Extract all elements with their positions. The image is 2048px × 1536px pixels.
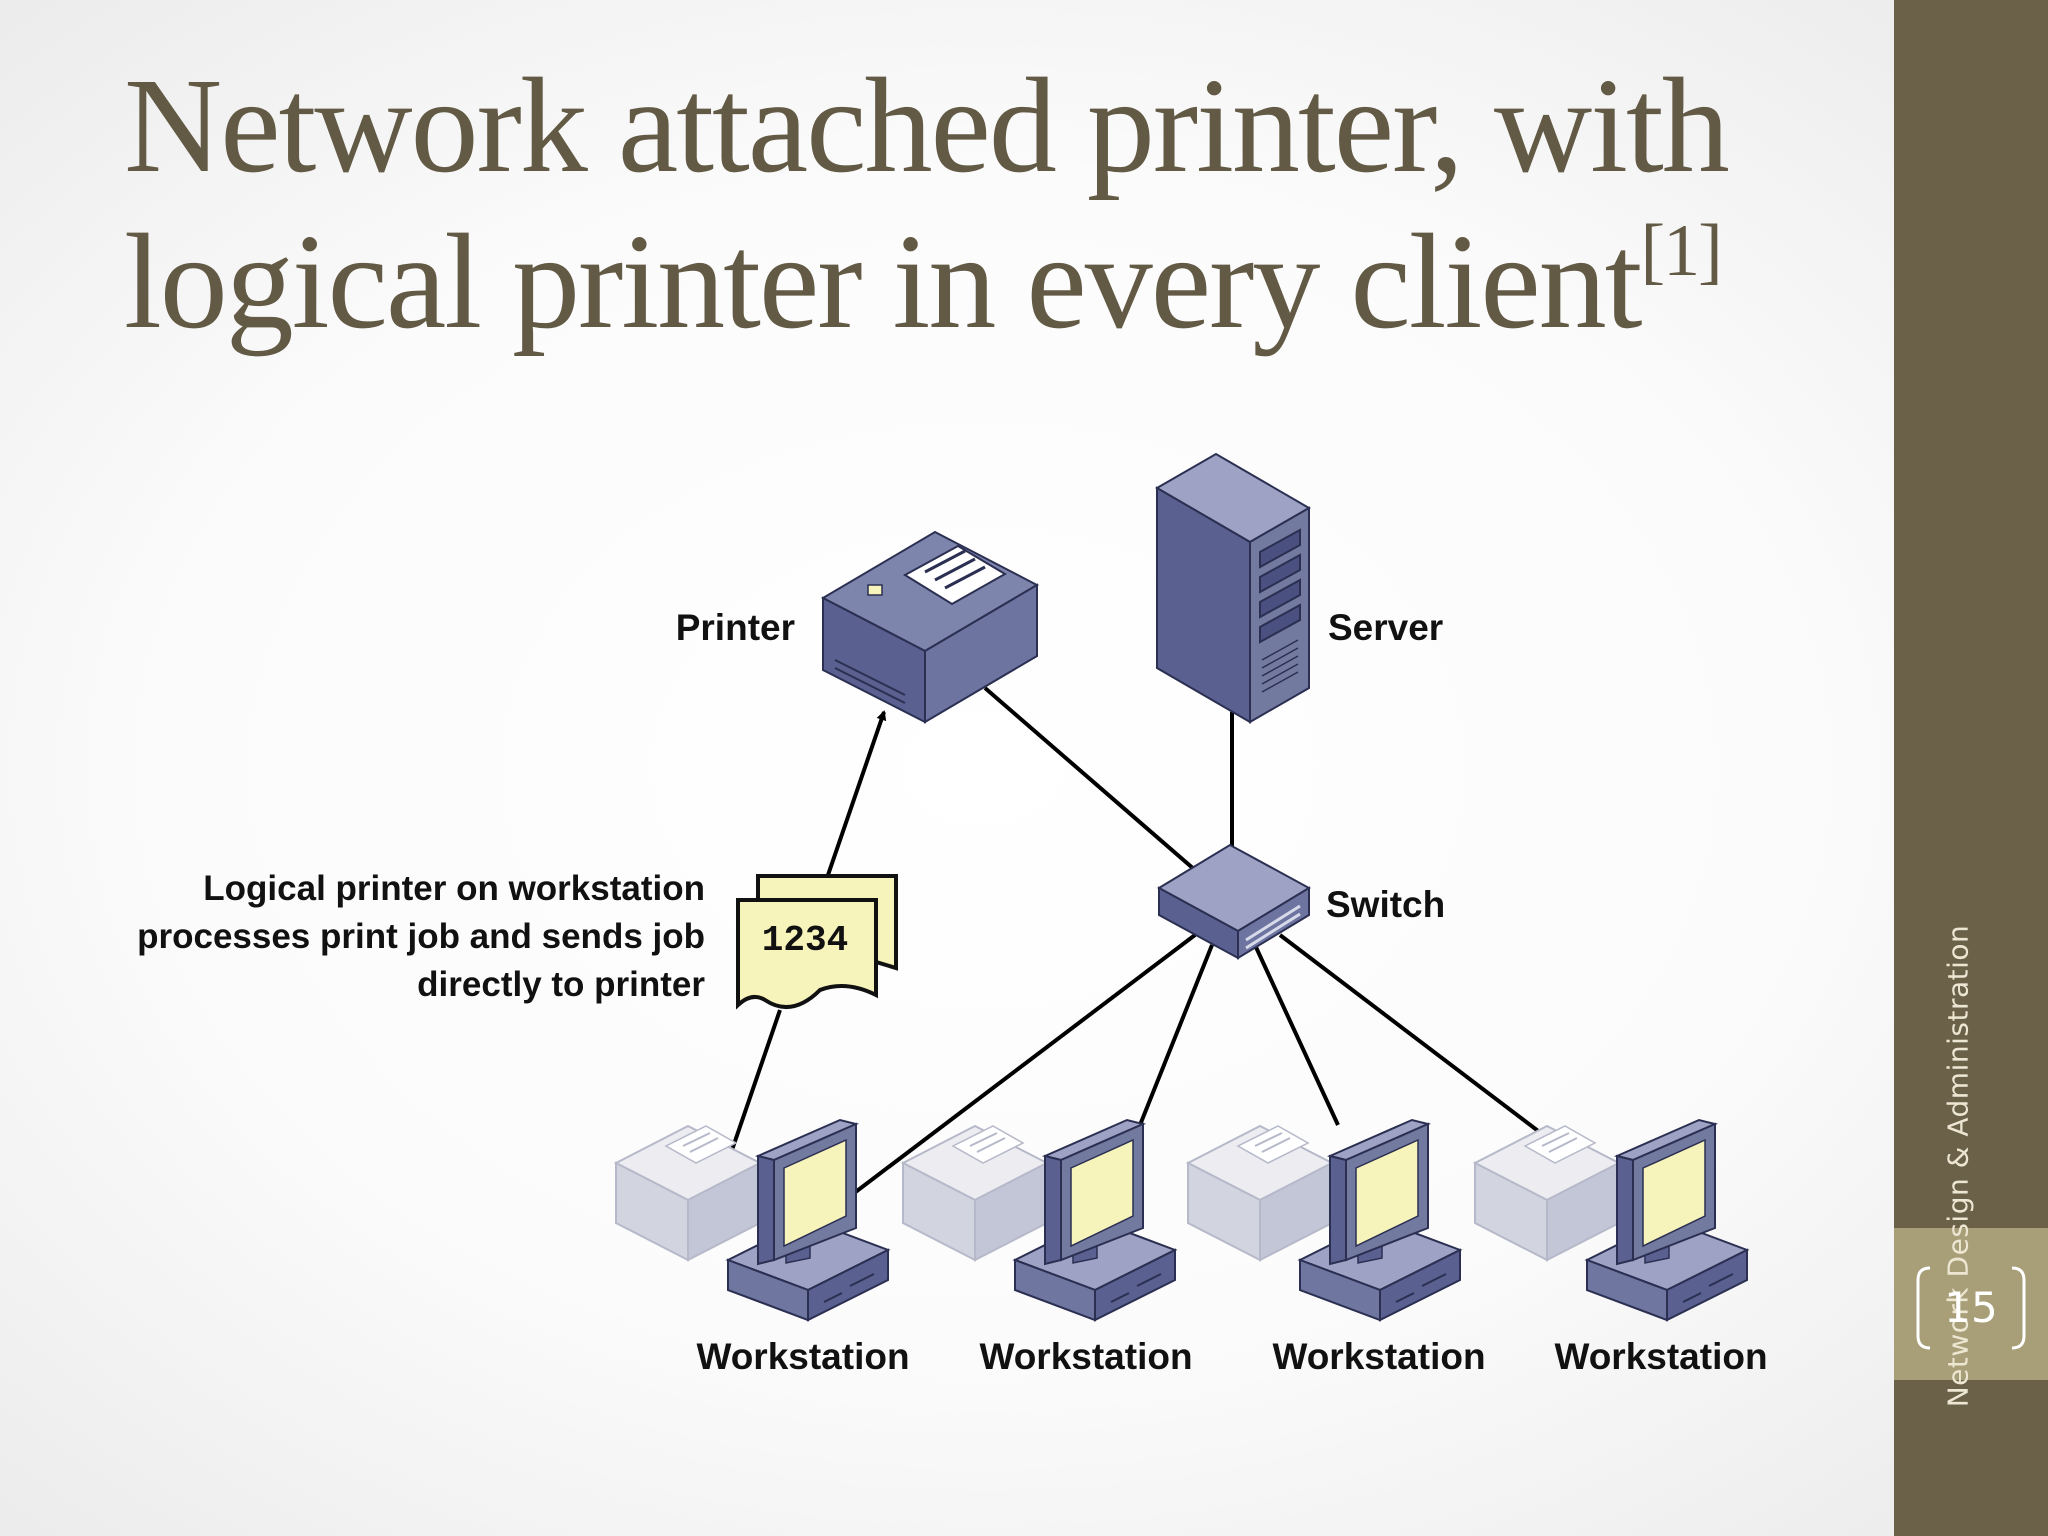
note-line-2: processes print job and sends job <box>137 917 705 956</box>
page-number-frame <box>1916 1266 2026 1350</box>
workstation-label: Workstation <box>1272 1336 1485 1377</box>
sidebar-band <box>1894 1228 2048 1380</box>
note-line-3: directly to printer <box>417 965 705 1004</box>
workstation-label: Workstation <box>696 1336 909 1377</box>
switch-label: Switch <box>1326 884 1445 925</box>
workstation-icon <box>1474 1119 1748 1321</box>
print-job-arrow <box>730 710 887 1151</box>
title-line-1: Network attached printer, with <box>124 51 1730 201</box>
workstation-icon <box>615 1119 889 1321</box>
workstation-label: Workstation <box>979 1336 1192 1377</box>
server-label: Server <box>1328 607 1443 648</box>
workstation-icon <box>1187 1119 1461 1321</box>
print-job-label: 1234 <box>762 920 848 961</box>
title-line-2: logical printer in every client <box>124 207 1642 357</box>
switch-icon <box>1156 843 1312 960</box>
note-line-1: Logical printer on workstation <box>203 869 705 908</box>
workstation-icon <box>902 1119 1176 1321</box>
title-reference: [1] <box>1640 210 1722 292</box>
network-diagram: 1234 Printer Server Switch Logical print… <box>137 452 1768 1377</box>
slide-title: Network attached printer, with logical p… <box>124 48 1864 360</box>
printer-icon <box>820 530 1040 724</box>
print-job-document-icon: 1234 <box>736 874 898 1010</box>
connection-lines <box>843 686 1552 1202</box>
server-icon <box>1155 452 1311 724</box>
page-number: 15 <box>1944 1283 1998 1332</box>
printer-label: Printer <box>676 607 795 648</box>
workstation-label: Workstation <box>1554 1336 1767 1377</box>
